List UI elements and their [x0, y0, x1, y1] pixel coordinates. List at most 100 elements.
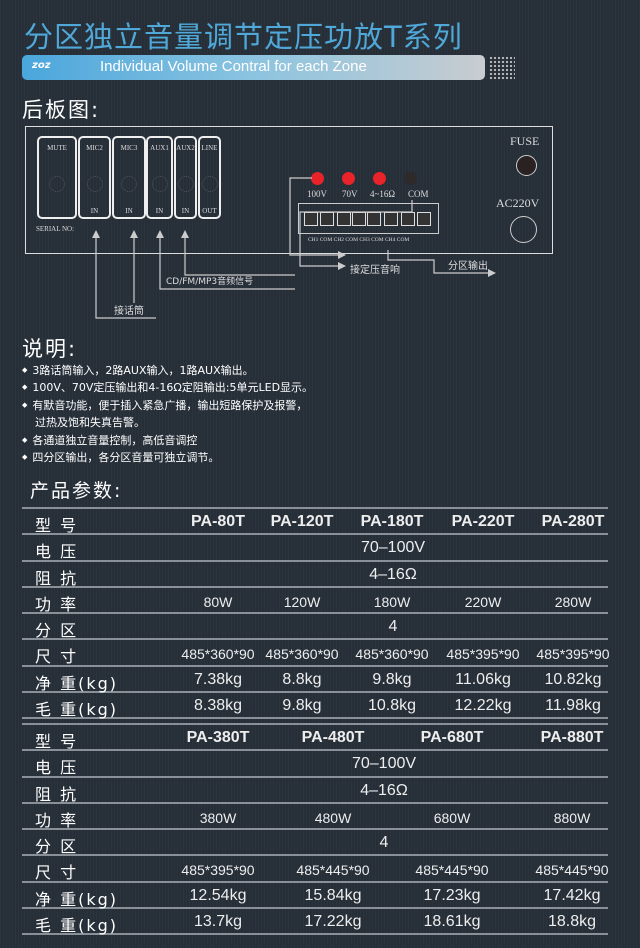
led-com-icon [404, 172, 417, 185]
page-title: 分区独立音量调节定压功放T系列 [24, 20, 463, 54]
led-100v-icon [311, 172, 324, 185]
banner: zoz Individual Volume Contral for each Z… [22, 55, 485, 80]
table-row-zones: 分 区 4 [22, 830, 608, 857]
table-cell-merged: 4–16Ω [360, 781, 408, 799]
description-item: 3路话筒输入，2路AUX输入，1路AUX输出。 [22, 362, 253, 378]
serial-label: SERIAL NO: [36, 225, 75, 233]
table-cell-merged: 4 [379, 834, 389, 852]
led-label: 70V [342, 189, 358, 199]
row-label: 阻 抗 [35, 784, 79, 804]
output-terminal-block [298, 203, 439, 234]
fuse-icon [516, 155, 537, 176]
row-label: 尺 寸 [35, 647, 79, 667]
module-label: MIC2 [86, 144, 103, 152]
table-cell: 280W [554, 593, 592, 610]
led-label: 100V [307, 189, 327, 199]
description-item: 各通道独立音量控制，高低音调控 [22, 432, 197, 448]
module-mute: MUTE [37, 136, 77, 219]
knob-icon [49, 176, 65, 192]
module-io: OUT [202, 207, 217, 215]
power-label: AC220V [496, 196, 540, 210]
row-label: 尺 寸 [35, 863, 79, 883]
module-io: IN [90, 207, 99, 215]
table-cell: 380W [199, 809, 237, 826]
row-label: 分 区 [35, 837, 79, 857]
table-cell: 18.8kg [547, 913, 597, 931]
row-label: 阻 抗 [35, 568, 79, 588]
led-70v-icon [342, 172, 355, 185]
table-cell: 485*360*90 [181, 646, 255, 663]
table-cell: 485*395*90 [446, 646, 520, 663]
module-io: IN [125, 207, 133, 215]
knob-icon [121, 176, 137, 192]
table-cell: PA-220T [451, 513, 515, 530]
table-cell: 13.7kg [193, 913, 243, 931]
table-cell: 485*445*90 [415, 862, 489, 879]
brand-logo: zoz [32, 60, 51, 71]
table-cell: 80W [203, 593, 233, 610]
table-cell: PA-120T [270, 513, 334, 530]
table-cell: 480W [314, 809, 352, 826]
table-cell: 485*395*90 [181, 862, 255, 879]
rear-panel-heading: 后板图: [22, 98, 101, 122]
table-cell: 880W [553, 809, 591, 826]
row-label: 功 率 [35, 594, 79, 614]
row-label: 毛 重(kg) [35, 916, 118, 936]
table-cell: PA-80T [191, 513, 245, 530]
table-cell: 180W [373, 593, 411, 610]
row-label: 净 重(kg) [35, 673, 118, 693]
table-cell: 11.06kg [455, 670, 511, 688]
table-cell: 485*360*90 [355, 646, 429, 663]
table-cell: 17.22kg [304, 913, 362, 931]
callout-arrows [92, 177, 496, 319]
fuse-label: FUSE [510, 134, 540, 148]
callout-mic: 接话筒 [114, 306, 144, 317]
dot-pattern-decoration [489, 56, 515, 80]
table-cell: 485*445*90 [535, 862, 609, 879]
table-cell: PA-280T [541, 513, 605, 530]
module-label: MUTE [47, 144, 67, 152]
banner-subtitle: Individual Volume Contral for each Zone [100, 58, 367, 75]
row-label: 分 区 [35, 621, 79, 641]
row-label: 毛 重(kg) [35, 700, 118, 720]
table-cell: 12.22kg [454, 697, 512, 715]
table-row-size: 尺 寸 485*360*90 485*360*90 485*360*90 485*395… [22, 640, 610, 667]
table-cell: 9.8kg [372, 670, 412, 688]
callout-speaker: 接定压音响 [350, 265, 400, 276]
table-cell-merged: 70–100V [360, 539, 426, 557]
table-cell: PA-380T [186, 729, 250, 746]
table-cell-merged: 4–16Ω [369, 565, 417, 583]
table-cell: 9.8kg [282, 697, 322, 715]
led-impedance-icon [373, 172, 386, 185]
table-cell-merged: 4 [388, 618, 398, 636]
table-cell-merged: 70–100V [351, 755, 417, 773]
table-cell: 485*360*90 [265, 646, 339, 663]
description-heading: 说明: [22, 337, 78, 361]
table-cell: 10.8kg [367, 697, 417, 715]
table-cell: 485*395*90 [536, 646, 610, 663]
module-label: AUX1 [150, 144, 169, 152]
table-cell: 8.38kg [193, 697, 243, 715]
table-cell: PA-480T [301, 729, 365, 746]
module-io: IN [155, 207, 164, 215]
table-cell: 485*445*90 [296, 862, 370, 879]
description-item-continued: 过热及饱和失真告警。 [35, 416, 145, 429]
table-row-impedance: 阻 抗 4–16Ω [22, 778, 608, 804]
row-label: 电 压 [35, 542, 79, 562]
table-row-gross: 毛 重(kg) 8.38kg 9.8kg 10.8kg 12.22kg 11.98kg [22, 693, 608, 720]
table-cell: 680W [433, 809, 471, 826]
table-cell: 11.98kg [545, 697, 601, 715]
